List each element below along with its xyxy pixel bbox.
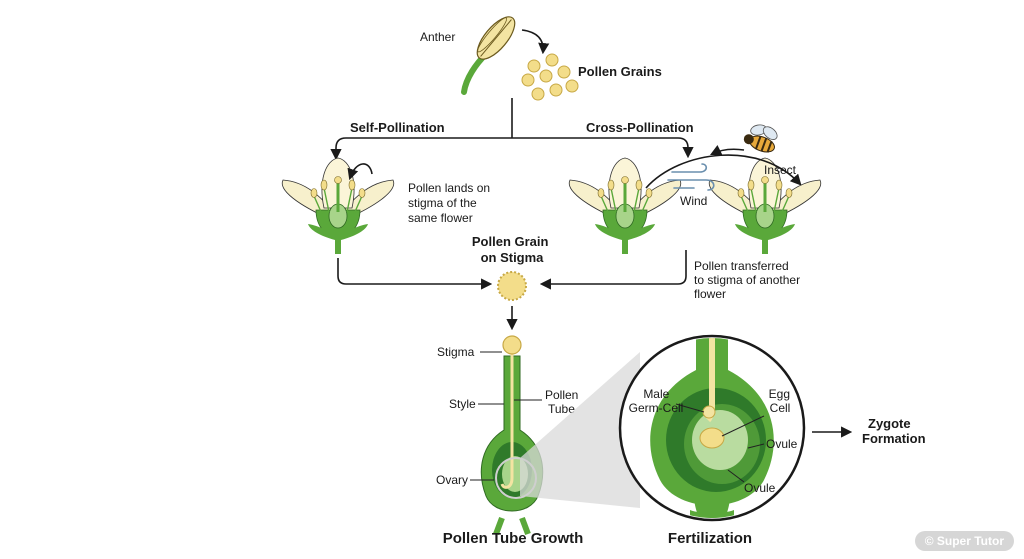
self-pollen-arrow <box>347 163 373 181</box>
fertilization-zoom <box>618 334 806 522</box>
ovule-1-label: Ovule <box>766 437 798 451</box>
self-pollination-note: Pollen lands on stigma of the same flowe… <box>408 181 493 225</box>
zoom-cone <box>520 352 640 508</box>
self-branch-arrow <box>330 137 512 161</box>
ovule-2-leader <box>727 469 745 483</box>
style-label: Style <box>449 397 476 411</box>
ovule-1-leader <box>747 443 765 449</box>
anther-label: Anther <box>420 30 455 44</box>
pollen-on-stigma-label: Pollen Grain on Stigma <box>472 234 552 265</box>
ovule-2-label: Ovule <box>744 481 776 495</box>
cross-transfer-arrow <box>645 154 802 189</box>
cross-pollination-label: Cross-Pollination <box>586 120 694 135</box>
pollen-grains-cluster <box>521 53 579 101</box>
cross-branch-arrow <box>512 137 694 159</box>
self-pollination-label: Self-Pollination <box>350 120 445 135</box>
bee-icon <box>743 124 778 153</box>
insect-label: Insect <box>764 163 797 177</box>
egg-cell-leader <box>721 415 765 437</box>
cross-merge-arrow <box>539 250 687 290</box>
pollen-tube-label: Pollen Tube <box>545 388 582 416</box>
wind-label: Wind <box>680 194 707 208</box>
anther-illustration <box>461 16 516 95</box>
self-pollination-flower <box>281 157 395 255</box>
insect-arrow <box>709 144 745 156</box>
watermark: © Super Tutor <box>914 531 1014 551</box>
pollen-grain-on-stigma <box>497 271 527 301</box>
pollen-tube-growth-title: Pollen Tube Growth <box>443 530 584 547</box>
male-germ-cell-leader <box>675 403 705 413</box>
zoom-source-circle <box>495 457 537 499</box>
pollen-grains-label: Pollen Grains <box>578 64 662 79</box>
pistil-illustration <box>480 335 544 536</box>
male-germ-cell-label: Male Germ-Cell <box>629 387 684 415</box>
wind-icon <box>667 163 715 191</box>
cross-pollination-note: Pollen transferred to stigma of another … <box>694 259 803 301</box>
fertilization-title: Fertilization <box>668 530 752 547</box>
egg-cell-label: Egg Cell <box>769 387 794 415</box>
self-merge-arrow <box>337 258 493 290</box>
zygote-formation-label: Zygote Formation <box>862 416 926 446</box>
anther-to-pollen-arrow <box>521 29 550 55</box>
stigma-label: Stigma <box>437 345 475 359</box>
ovary-label: Ovary <box>436 473 468 487</box>
